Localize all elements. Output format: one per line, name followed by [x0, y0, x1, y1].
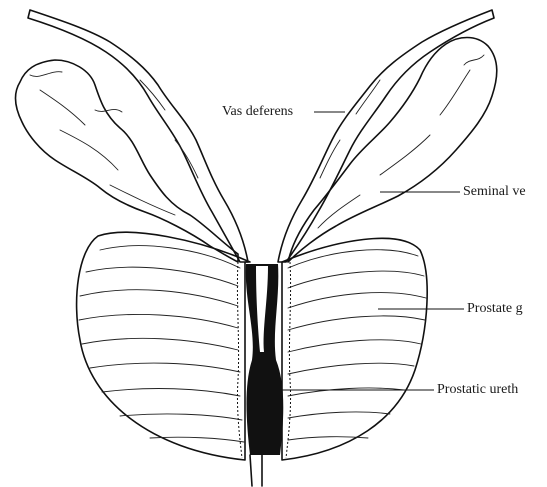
prostate-label: Prostate g: [467, 301, 523, 317]
vas-deferens-label: Vas deferens: [222, 104, 293, 120]
seminal-vesicle-label: Seminal ve: [463, 184, 526, 200]
vas-deferens-right: [278, 10, 494, 262]
prostatic-urethra-label: Prostatic ureth: [437, 382, 518, 398]
seminal-vesicle-right: [288, 38, 497, 263]
vas-deferens-left: [28, 10, 248, 262]
